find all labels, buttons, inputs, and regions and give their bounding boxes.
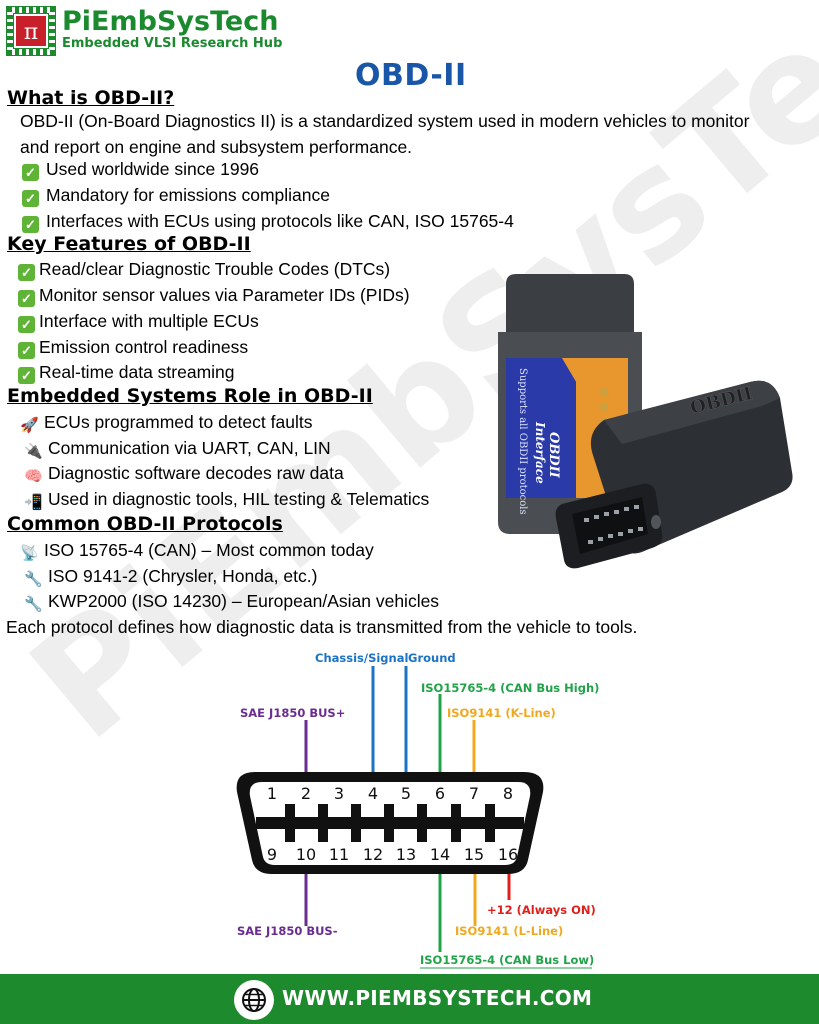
check-icon: ✓ — [18, 316, 35, 333]
page-title: OBD-II — [355, 58, 467, 93]
device-side-label: Supports all OBDII protocols — [517, 368, 528, 515]
wrench-icon: 🔧 — [24, 595, 43, 613]
pin-2-label: 2 — [301, 784, 311, 803]
svg-text:π: π — [24, 20, 38, 45]
check-icon: ✓ — [18, 290, 35, 307]
list-item: 🔧 ISO 9141-2 (Chrysler, Honda, etc.) — [24, 565, 317, 588]
pin-8-label: 8 — [503, 784, 513, 803]
heading-embedded-role: Embedded Systems Role in OBD-II — [7, 385, 373, 407]
list-item-text: KWP2000 (ISO 14230) – European/Asian veh… — [48, 591, 440, 611]
label-l-line: ISO9141 (L-Line) — [455, 924, 563, 938]
list-item-text: ISO 9141-2 (Chrysler, Honda, etc.) — [48, 566, 318, 586]
list-item: ✓ Interfaces with ECUs using protocols li… — [22, 210, 514, 233]
list-item: ✓Monitor sensor values via Parameter IDs… — [18, 284, 410, 307]
wrench-icon: 🔧 — [24, 570, 43, 588]
list-item-text: ECUs programmed to detect faults — [44, 412, 313, 432]
list-item-text: Used in diagnostic tools, HIL testing & … — [48, 489, 430, 509]
label-can-high: ISO15765-4 (CAN Bus High) — [421, 681, 599, 695]
list-item-text: Real-time data streaming — [39, 362, 235, 382]
list-item-text: Monitor sensor values via Parameter IDs … — [39, 285, 410, 305]
label-ground: Ground — [408, 651, 456, 665]
rocket-icon: 🚀 — [20, 416, 39, 434]
check-icon: ✓ — [22, 164, 39, 181]
brand-tagline: Embedded VLSI Research Hub — [62, 36, 283, 51]
device-sub-label: Interface — [533, 421, 547, 484]
list-item: ✓Read/clear Diagnostic Trouble Codes (DT… — [18, 258, 390, 281]
pin-12-label: 12 — [363, 845, 383, 864]
brand: PiEmbSysTech Embedded VLSI Research Hub — [62, 6, 282, 52]
label-chassis: Chassis/Signal — [315, 651, 408, 665]
list-item: 📲 Used in diagnostic tools, HIL testing &… — [24, 488, 429, 511]
list-item-text: Diagnostic software decodes raw data — [48, 463, 344, 483]
list-item-text: Communication via UART, CAN, LIN — [48, 438, 331, 458]
list-item-text: Used worldwide since 1996 — [46, 159, 260, 179]
check-icon: ✓ — [18, 367, 35, 384]
list-item: ✓ Mandatory for emissions compliance — [22, 184, 330, 207]
pin-5-label: 5 — [401, 784, 411, 803]
label-j1850-minus: SAE J1850 BUS- — [237, 924, 338, 938]
pin-7-label: 7 — [469, 784, 479, 803]
obd-pinout-diagram: 1 2 3 4 5 6 7 8 9 10 11 12 13 14 15 16 C… — [236, 651, 599, 969]
check-icon: ✓ — [18, 342, 35, 359]
protocols-summary: Each protocol defines how diagnostic dat… — [6, 617, 638, 637]
check-icon: ✓ — [22, 216, 39, 233]
pin-13-label: 13 — [396, 845, 416, 864]
label-power: +12 (Always ON) — [487, 903, 596, 917]
list-item-text: Interfaces with ECUs using protocols lik… — [46, 211, 514, 231]
phone-icon: 📲 — [24, 493, 43, 511]
list-item-text: ISO 15765-4 (CAN) – Most common today — [44, 540, 374, 560]
device-main-label: OBDII — [546, 432, 561, 479]
footer: WWW.PIEMBSYSTECH.COM — [0, 974, 819, 1024]
brain-icon: 🧠 — [24, 467, 43, 485]
pin-6-label: 6 — [435, 784, 445, 803]
pin-11-label: 11 — [329, 845, 349, 864]
heading-what-is-obd: What is OBD-II? — [7, 87, 175, 109]
label-k-line: ISO9141 (K-Line) — [447, 706, 556, 720]
pin-16-label: 16 — [498, 845, 518, 864]
check-icon: ✓ — [22, 190, 39, 207]
pin-1-label: 1 — [267, 784, 277, 803]
label-j1850-plus: SAE J1850 BUS+ — [240, 706, 345, 720]
list-item: ✓Real-time data streaming — [18, 361, 235, 384]
label-can-low: ISO15765-4 (CAN Bus Low) — [420, 953, 594, 967]
plug-icon: 🔌 — [24, 442, 43, 460]
pin-15-label: 15 — [464, 845, 484, 864]
pin-4-label: 4 — [368, 784, 378, 803]
list-item: 🔧 KWP2000 (ISO 14230) – European/Asian ve… — [24, 590, 439, 613]
list-item: 📡 ISO 15765-4 (CAN) – Most common today — [20, 539, 374, 562]
globe-icon — [234, 980, 274, 1020]
list-item: 🧠 Diagnostic software decodes raw data — [24, 462, 344, 485]
list-item-text: Mandatory for emissions compliance — [46, 185, 331, 205]
list-item: 🔌 Communication via UART, CAN, LIN — [24, 437, 331, 460]
intro-line-2: and report on engine and subsystem perfo… — [20, 137, 413, 157]
brand-name: PiEmbSysTech — [62, 6, 279, 37]
list-item: 🚀 ECUs programmed to detect faults — [20, 411, 312, 434]
chip-logo-icon: π — [6, 6, 56, 56]
obd-adapter-image: Supports all OBDII protocols Interface O… — [498, 274, 793, 569]
list-item-text: Emission control readiness — [39, 337, 249, 357]
pin-3-label: 3 — [334, 784, 344, 803]
intro-line-1: OBD-II (On-Board Diagnostics II) is a st… — [20, 111, 750, 131]
pin-10-label: 10 — [296, 845, 316, 864]
website-link[interactable]: WWW.PIEMBSYSTECH.COM — [282, 986, 593, 1010]
pin-9-label: 9 — [267, 845, 277, 864]
list-item: ✓ Used worldwide since 1996 — [22, 158, 259, 181]
check-icon: ✓ — [18, 264, 35, 281]
list-item: ✓Interface with multiple ECUs — [18, 310, 259, 333]
list-item-text: Interface with multiple ECUs — [39, 311, 259, 331]
heading-key-features: Key Features of OBD-II — [7, 233, 251, 255]
list-item: ✓Emission control readiness — [18, 336, 248, 359]
heading-protocols: Common OBD-II Protocols — [7, 513, 283, 535]
pin-14-label: 14 — [430, 845, 450, 864]
satellite-icon: 📡 — [20, 544, 39, 562]
list-item-text: Read/clear Diagnostic Trouble Codes (DTC… — [39, 259, 391, 279]
